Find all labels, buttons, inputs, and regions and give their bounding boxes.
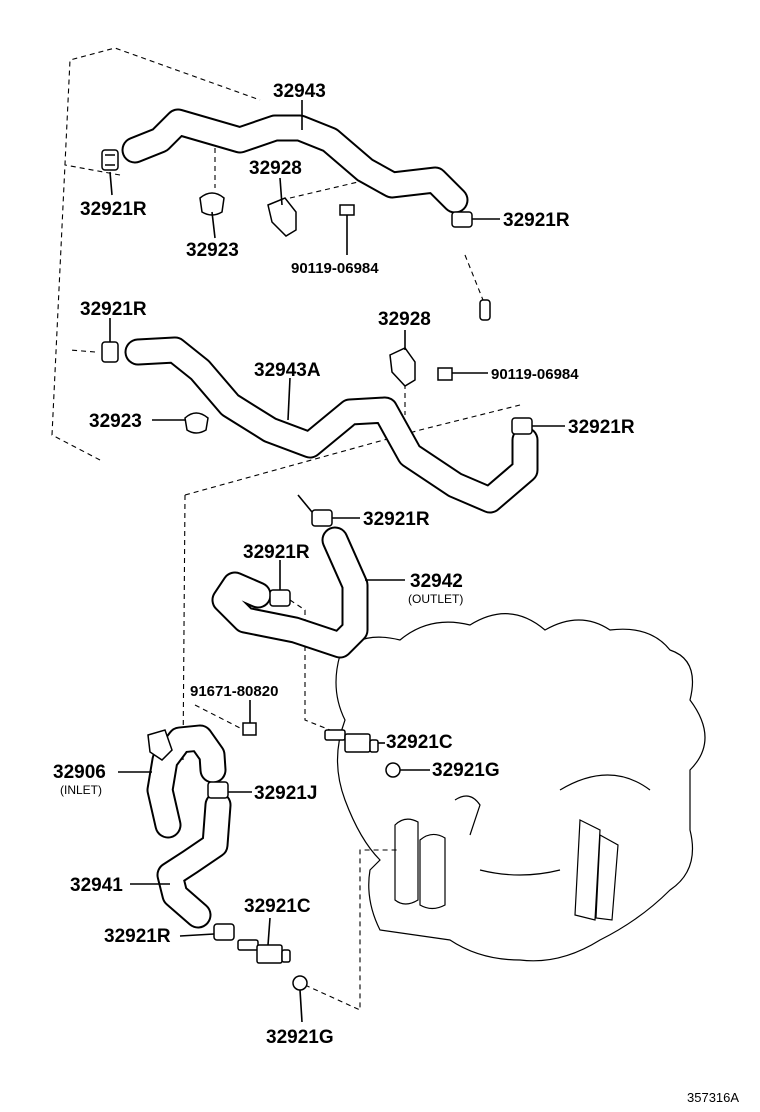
clamp-32921R-top-left bbox=[101, 149, 119, 171]
label-inlet: (INLET) bbox=[60, 783, 102, 797]
bolt-90119-top bbox=[339, 204, 355, 228]
label-32921R-outlet-top: 32921R bbox=[363, 509, 430, 530]
fitting-32921C-lower bbox=[237, 939, 291, 964]
clamp-32921R-outlet-top bbox=[297, 494, 333, 527]
hose-end-stub bbox=[479, 299, 491, 321]
bolt-91671 bbox=[242, 722, 257, 736]
diagram-code: 357316A bbox=[687, 1090, 739, 1105]
label-32943: 32943 bbox=[273, 81, 326, 102]
leader-lines bbox=[109, 100, 565, 1023]
label-outlet: (OUTLET) bbox=[408, 592, 463, 606]
label-32921C-lower: 32921C bbox=[244, 896, 311, 917]
clamp-32923-top bbox=[199, 192, 225, 216]
label-32921R-top-right: 32921R bbox=[503, 210, 570, 231]
oring-32921G-upper bbox=[385, 762, 401, 778]
hose-32942 bbox=[211, 526, 369, 659]
clamp-32921R-top-right bbox=[451, 211, 473, 228]
label-32923-mid: 32923 bbox=[89, 411, 142, 432]
engine-outline bbox=[335, 613, 706, 962]
clamp-32921R-mid-left bbox=[101, 341, 119, 363]
label-32921G-lower: 32921G bbox=[266, 1027, 334, 1048]
label-32928-top: 32928 bbox=[249, 158, 302, 179]
label-32921R-mid-right: 32921R bbox=[568, 417, 635, 438]
label-32921G-upper: 32921G bbox=[432, 760, 500, 781]
label-32921R-outlet-end: 32921R bbox=[243, 542, 310, 563]
clamp-32923-mid bbox=[184, 412, 209, 434]
hose-32943 bbox=[121, 108, 469, 214]
clamp-32921R-lower bbox=[213, 923, 235, 941]
label-32921C-upper: 32921C bbox=[386, 732, 453, 753]
label-90119-mid: 90119-06984 bbox=[491, 366, 579, 383]
bracket-32906 bbox=[147, 729, 173, 761]
label-32928-mid: 32928 bbox=[378, 309, 431, 330]
label-32921R-lower: 32921R bbox=[104, 926, 171, 947]
fitting-32921C-upper bbox=[324, 729, 379, 753]
hose-32941 bbox=[156, 791, 232, 929]
label-32942: 32942 bbox=[410, 571, 463, 592]
oring-32921G-lower bbox=[292, 975, 308, 991]
label-90119-top: 90119-06984 bbox=[291, 260, 379, 277]
hose-32943A bbox=[124, 336, 539, 514]
bracket-32928-top bbox=[267, 197, 297, 237]
label-32943A: 32943A bbox=[254, 360, 321, 381]
bracket-32928-mid bbox=[389, 347, 416, 387]
clamp-32921J bbox=[207, 781, 229, 799]
bolt-90119-mid bbox=[437, 367, 453, 381]
label-32921R-top-left: 32921R bbox=[80, 199, 147, 220]
label-91671: 91671-80820 bbox=[190, 683, 278, 700]
hose-32906 bbox=[146, 724, 227, 839]
label-32921J: 32921J bbox=[254, 783, 317, 804]
label-32923-top: 32923 bbox=[186, 240, 239, 261]
clamp-32921R-outlet-end bbox=[269, 589, 291, 607]
label-32906: 32906 bbox=[53, 762, 106, 783]
clamp-32921R-mid-right bbox=[511, 417, 533, 435]
label-32921R-mid-left: 32921R bbox=[80, 299, 147, 320]
label-32941: 32941 bbox=[70, 875, 123, 896]
part-labels: 32943 32928 32921R 32923 90119-06984 329… bbox=[53, 81, 739, 1105]
